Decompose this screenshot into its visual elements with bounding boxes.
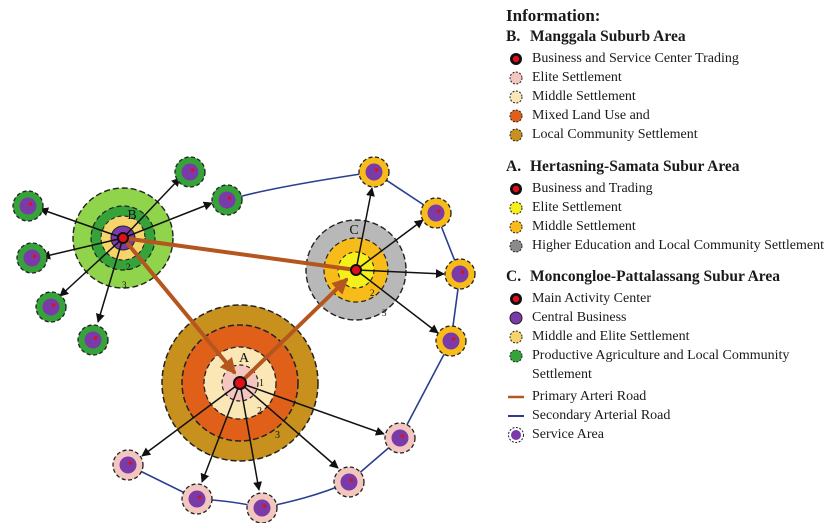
ring-number-b2: 2 [126,262,131,272]
legend-panel: Information: B. Manggala Suburb Area Busi… [500,6,839,444]
node-c-center [350,264,362,276]
service-area-node [35,291,67,323]
legend-item: Middle and Elite Settlement [500,327,839,346]
legend-item: Business and Trading [500,179,839,198]
legend-item: Primary Arteri Road [500,387,839,406]
node-a-center [233,376,247,390]
service-area-node [384,422,416,454]
cream-circle-icon [500,87,532,106]
center-points [117,232,362,390]
green-circle-icon [500,346,532,365]
ring-number-a3: 3 [275,430,280,441]
legend-item: Local Community Settlement [500,125,839,144]
node-a-label: A [239,351,250,366]
ring-number-a1: 1 [259,378,264,389]
legend-item-label: Main Activity Center [532,291,651,306]
legend-item-label: Central Business [532,310,627,325]
pink-circle-icon [500,68,532,87]
legend-item-label: Elite Settlement [532,70,622,85]
ring-number-c3: 3 [382,308,387,318]
legend-item: Secondary Arterial Road [500,406,839,425]
red-center-dot-icon [500,49,532,68]
section-heading: B. Manggala Suburb Area [506,27,839,46]
service-area-node [246,492,278,523]
legend-section-c: C. Moncongloe-Pattalassang Subur Area Mai… [500,267,839,384]
legend-section-b: B. Manggala Suburb Area Business and Serv… [500,27,839,144]
service-area-icon [500,425,532,444]
amber-circle-icon [500,217,532,236]
legend-item-label: Local Community Settlement [532,127,698,142]
section-heading: A. Hertasning-Samata Subur Area [506,157,839,176]
legend-item: Middle Settlement [500,87,839,106]
node-c-label: C [349,223,358,238]
legend-item: Elite Settlement [500,68,839,87]
legend-item-label: Business and Trading [532,181,653,196]
legend-item-label: Mixed Land Use and [532,108,650,123]
section-letter: B. [506,28,521,45]
legend-item: Elite Settlement [500,198,839,217]
service-arrows [39,177,445,491]
red-center-dot-icon [500,289,532,308]
legend-item: Middle Settlement [500,217,839,236]
legend-item: Higher Education and Local Community Set… [500,236,839,255]
legend-item-label: Secondary Arterial Road [532,408,671,423]
section-title: Hertasning-Samata Subur Area [530,158,740,175]
ring-number-a2: 2 [257,406,262,417]
node-b-label: B [127,208,136,223]
legend-item-label: Business and Service Center Trading [532,51,739,66]
service-area-node [444,258,476,290]
legend-item-label: Elite Settlement [532,200,622,215]
node-b-center [117,232,129,244]
suburb-structure-diagram: A B C 1 2 3 2 3 2 3 [12,156,476,523]
service-area-node [333,466,365,498]
red-center-dot-icon [500,179,532,198]
service-area-node [77,324,109,356]
blue-line-icon [500,406,532,425]
legend-item-label: Middle and Elite Settlement [532,329,690,344]
service-area-node [12,190,44,222]
legend-title: Information: [506,6,601,25]
service-area-node [174,156,206,188]
brown-line-icon [500,387,532,406]
legend-item-label: Productive Agriculture and Local Communi… [532,348,790,382]
primary-road-network [121,236,358,385]
ring-number-b3: 3 [122,280,127,290]
gray-circle-icon [500,236,532,255]
section-heading: C. Moncongloe-Pattalassang Subur Area [506,267,839,286]
light-yellow-circle-icon [500,327,532,346]
legend-item-label: Middle Settlement [532,219,636,234]
legend-section-a: A. Hertasning-Samata Subur Area Business … [500,157,839,255]
legend-item: Productive Agriculture and Local Communi… [500,346,839,384]
service-areas [12,156,476,523]
legend-item-label: Service Area [532,427,604,442]
legend-item: Central Business [500,308,839,327]
service-area-node [211,184,243,216]
yellow-circle-icon [500,198,532,217]
section-title: Manggala Suburb Area [530,28,686,45]
service-area-node [420,197,452,229]
ring-number-c2: 2 [370,288,375,298]
service-area-node [181,483,213,515]
legend-item: Main Activity Center [500,289,839,308]
legend-item: Service Area [500,425,839,444]
legend-item: Mixed Land Use and [500,106,839,125]
legend-item: Business and Service Center Trading [500,49,839,68]
purple-circle-icon [500,308,532,327]
service-area-node [112,449,144,481]
legend-lines: Primary Arteri Road Secondary Arterial R… [500,387,839,444]
service-area-node [358,156,390,188]
legend-item-label: Primary Arteri Road [532,389,647,404]
section-letter: C. [506,268,522,285]
legend-item-label: Higher Education and Local Community Set… [532,238,824,253]
service-area-node [16,242,48,274]
section-letter: A. [506,158,522,175]
legend-item-label: Middle Settlement [532,89,636,104]
orange-circle-icon [500,106,532,125]
gold-circle-icon [500,125,532,144]
section-title: Moncongloe-Pattalassang Subur Area [530,268,781,285]
service-area-node [435,325,467,357]
